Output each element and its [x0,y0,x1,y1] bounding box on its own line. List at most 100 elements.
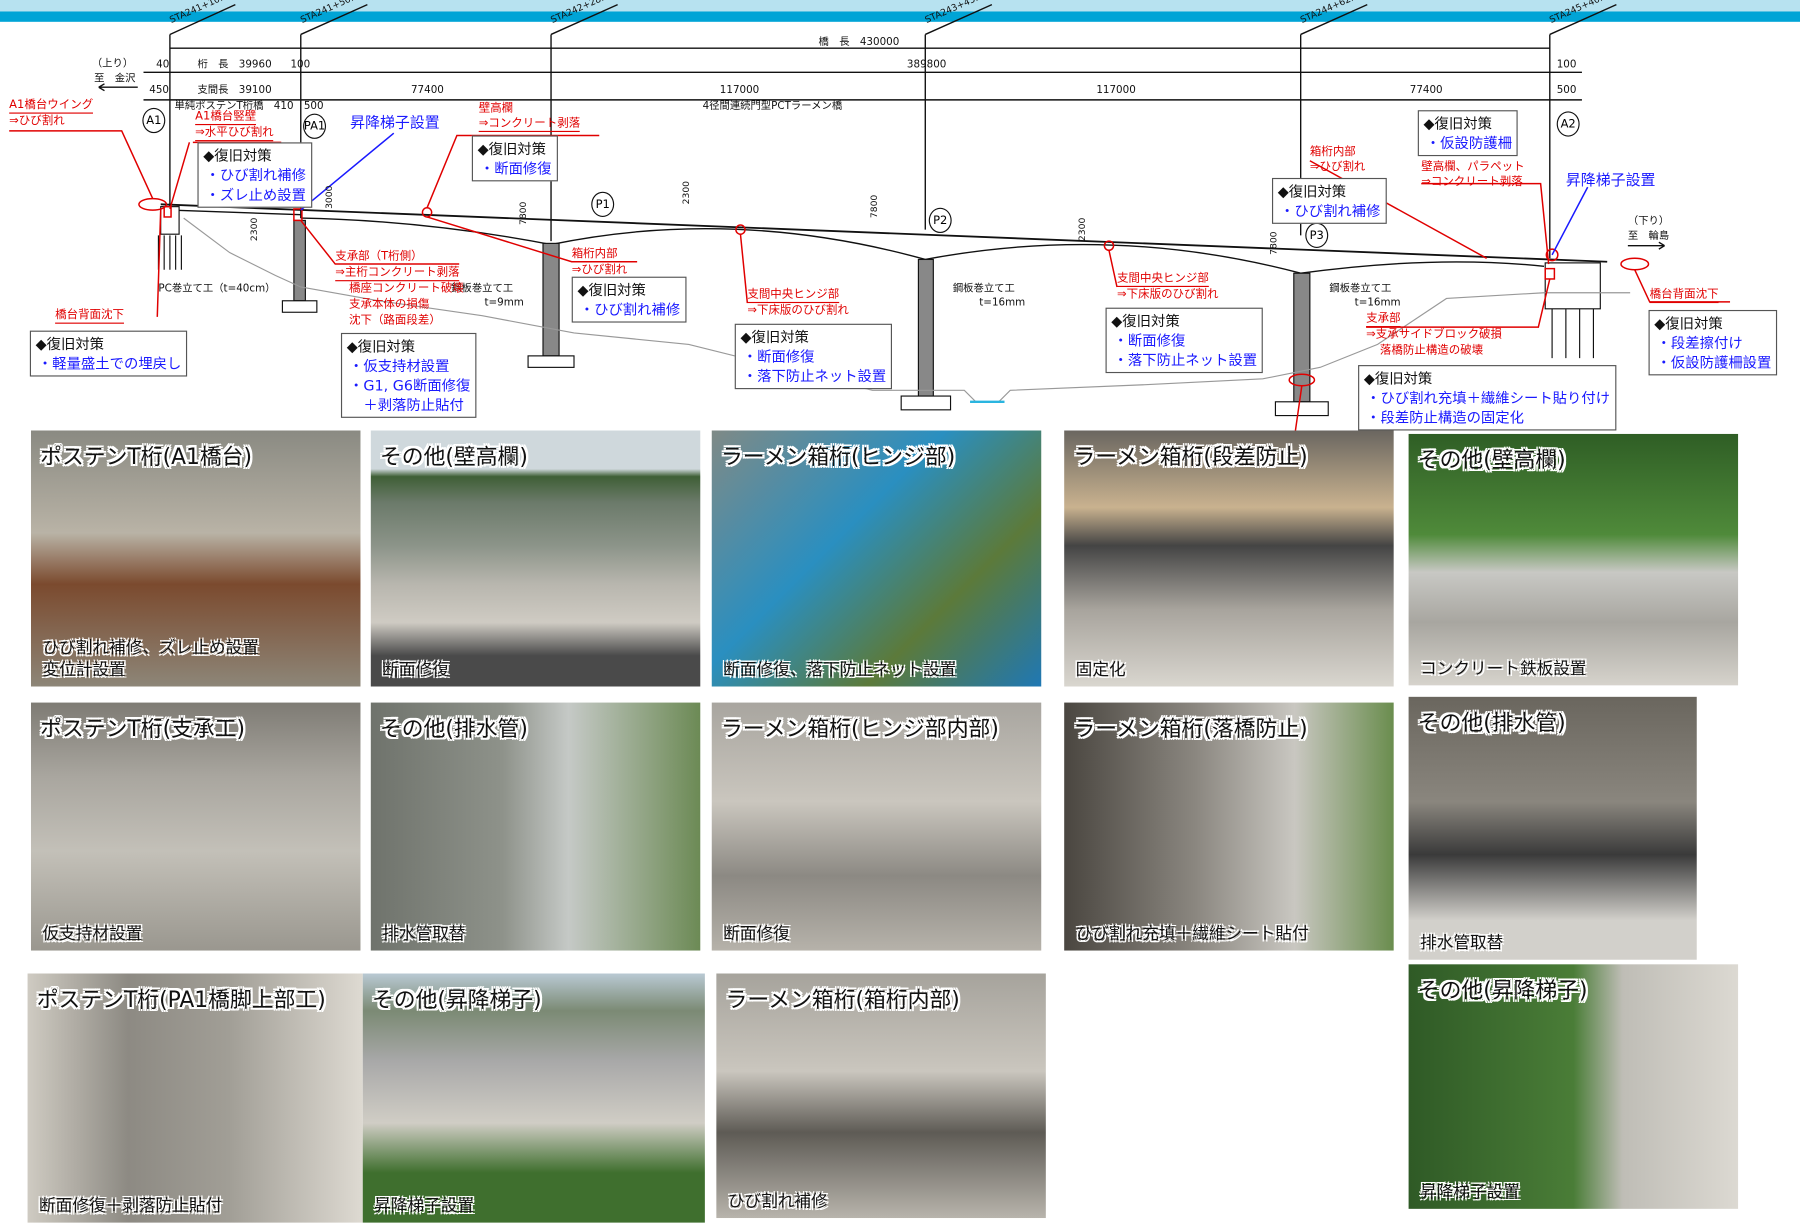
dimension-line [143,47,1582,101]
box-heading: ◆復旧対策 [346,337,416,355]
height-dimension: 7800 [517,201,529,226]
measure-item: ・落下防止ネット設置 [1113,351,1258,369]
caption-line: ひび割れ充填＋繊維シート貼付 [1075,925,1309,944]
ladder-leader [300,132,1589,256]
damage-label: 支承本体の損傷 [348,298,430,312]
box-heading: ◆復旧対策 [740,328,809,346]
damage-marker [1545,248,1559,262]
dimension-label: 389800 [906,59,947,72]
damage-marker [1620,257,1650,271]
photo-caption: 断面修復 [382,660,449,682]
photo-title: ラーメン箱桁(箱桁内部) [725,987,960,1013]
damage-label: 壁高欄 [478,102,514,115]
photo-title: ポステンT桁(PA1橋脚上部工) [36,987,326,1013]
photo-caption: 昇降梯子設置 [374,1196,474,1218]
damage-marker [138,197,168,211]
dimension-label: 450 [149,84,169,97]
dimension-label: 77400 [410,84,444,97]
box-heading: ◆復旧対策 [1111,312,1180,330]
box-heading: ◆復旧対策 [1423,114,1492,133]
damage-label: ⇒主桁コンクリート剥落 [335,267,460,282]
site-photo: ラーメン箱桁(ヒンジ部内部)断面修復 [711,702,1042,951]
dimension-label: 100 [1556,59,1577,72]
photo-title: その他(排水管) [1417,710,1566,736]
wrap-label: t=16mm [1354,297,1401,309]
damage-label: ⇒コンクリート剥落 [1421,175,1523,189]
support-label-p2: P2 [928,207,952,234]
site-photo: ポステンT桁(支承工) 仮支持材設置 [30,702,361,951]
site-photo: その他(排水管) 排水管取替 [1408,696,1697,960]
wrap-label: 鋼板巻立て工 [451,283,514,296]
damage-marker [1544,267,1556,280]
photo-caption: 断面修復＋剥落防止貼付 [39,1196,222,1218]
damage-label: ⇒下床版のひび割れ [747,304,849,317]
box-heading: ◆復旧対策 [1363,369,1433,387]
pier-p1 [542,242,560,357]
site-photo: その他(排水管)排水管取替 [370,702,701,951]
dimension-label: 100 [290,59,311,72]
box-heading: ◆復旧対策 [1654,314,1723,332]
damage-label: ⇒支承サイドブロック破損 [1366,328,1503,341]
direction-arrow [1627,241,1665,250]
photo-caption: 排水管取替 [1420,933,1503,955]
photo-title: その他(排水管) [379,716,528,742]
caption-line: 排水管取替 [1420,934,1504,953]
damage-label: 支間中央ヒンジ部 [1117,273,1209,287]
caption-line: 仮支持材設置 [42,925,143,944]
damage-label: 落橋防止構造の破壊 [1379,344,1484,358]
damage-label: 支承部（T桁側） [335,250,423,263]
wrap-label: t=16mm [979,297,1026,309]
height-dimension: 2300 [249,217,260,242]
damage-label: ⇒コンクリート剥落 [478,118,581,133]
damage-label: 箱桁内部 [571,247,618,261]
photo-title: その他(壁高欄) [1417,447,1566,473]
photo-title: ラーメン箱桁(段差防止) [1073,444,1308,470]
site-photo: ラーメン箱桁(段差防止)固定化 [1064,430,1394,687]
direction-arrow [98,83,138,92]
photo-title: その他(昇降梯子) [1417,978,1588,1004]
restoration-measures-box: ◆復旧対策・ひび割れ補修・ズレ止め設置 [197,142,312,208]
dimension-label: 117000 [1096,84,1136,97]
height-dimension: 2300 [1076,217,1088,242]
restoration-measures-box: ◆復旧対策・軽量盛土での埋戻し [29,330,188,377]
damage-label: ⇒ひび割れ [9,114,65,128]
station-line [924,3,993,230]
dimension-label: 117000 [719,84,760,97]
restoration-measures-box: ◆復旧対策・断面修復 [471,135,558,182]
photo-title: その他(壁高欄) [379,444,528,470]
damage-marker [163,205,172,218]
measure-item: ・仮設防護柵設置 [1656,353,1772,371]
box-heading: ◆復旧対策 [577,281,646,299]
photo-title: ポステンT桁(支承工) [40,716,246,742]
caption-line: ひび割れ補修 [727,1192,828,1212]
measure-item: ・G1, G6断面修復 [348,376,471,394]
measure-item: ・ひび割れ補修 [205,166,306,184]
damage-marker [293,208,303,222]
support-label-a1: A1 [142,107,166,134]
caption-line: コンクリート鉄板設置 [1420,660,1587,679]
caption-line: ひび割れ補修、ズレ止め設置 [42,639,259,658]
site-photo: その他(壁高欄) 断面修復 [370,430,701,687]
deck [160,203,1608,263]
photo-caption: ひび割れ補修、ズレ止め設置変位計設置 [42,638,258,682]
site-photo: ラーメン箱桁(落橋防止)ひび割れ充填＋繊維シート貼付 [1064,702,1394,951]
pier-p3 [1293,272,1311,403]
restoration-measures-box: ◆復旧対策・仮設防護柵 [1417,110,1518,157]
photo-caption: コンクリート鉄板設置 [1420,659,1586,681]
footing [281,300,318,313]
damage-label: 支承部 [1366,313,1401,328]
direction-label: 至 金沢 [94,73,136,85]
ladder-label: 昇降梯子設置 [350,114,440,133]
dimension-label: 支間長 39100 [197,84,272,97]
height-dimension: 7800 [869,194,880,219]
photo-caption: 昇降梯子設置 [1420,1182,1520,1204]
site-photo: ポステンT桁(PA1橋脚上部工) 断面修復＋剥落防止貼付 [27,973,363,1223]
damage-label: A1橋台竪壁 [195,111,257,126]
measure-item: ・断面修復 [479,159,552,177]
damage-label: 橋座コンクリート破壊 [348,282,464,296]
ground-line [183,217,1631,403]
caption-line: 断面修復、落下防止ネット設置 [723,661,957,680]
damage-label: ⇒下床版のひび割れ [1117,288,1219,301]
dimension-label: 単純ポステンT桁橋 410 500 [174,101,324,113]
